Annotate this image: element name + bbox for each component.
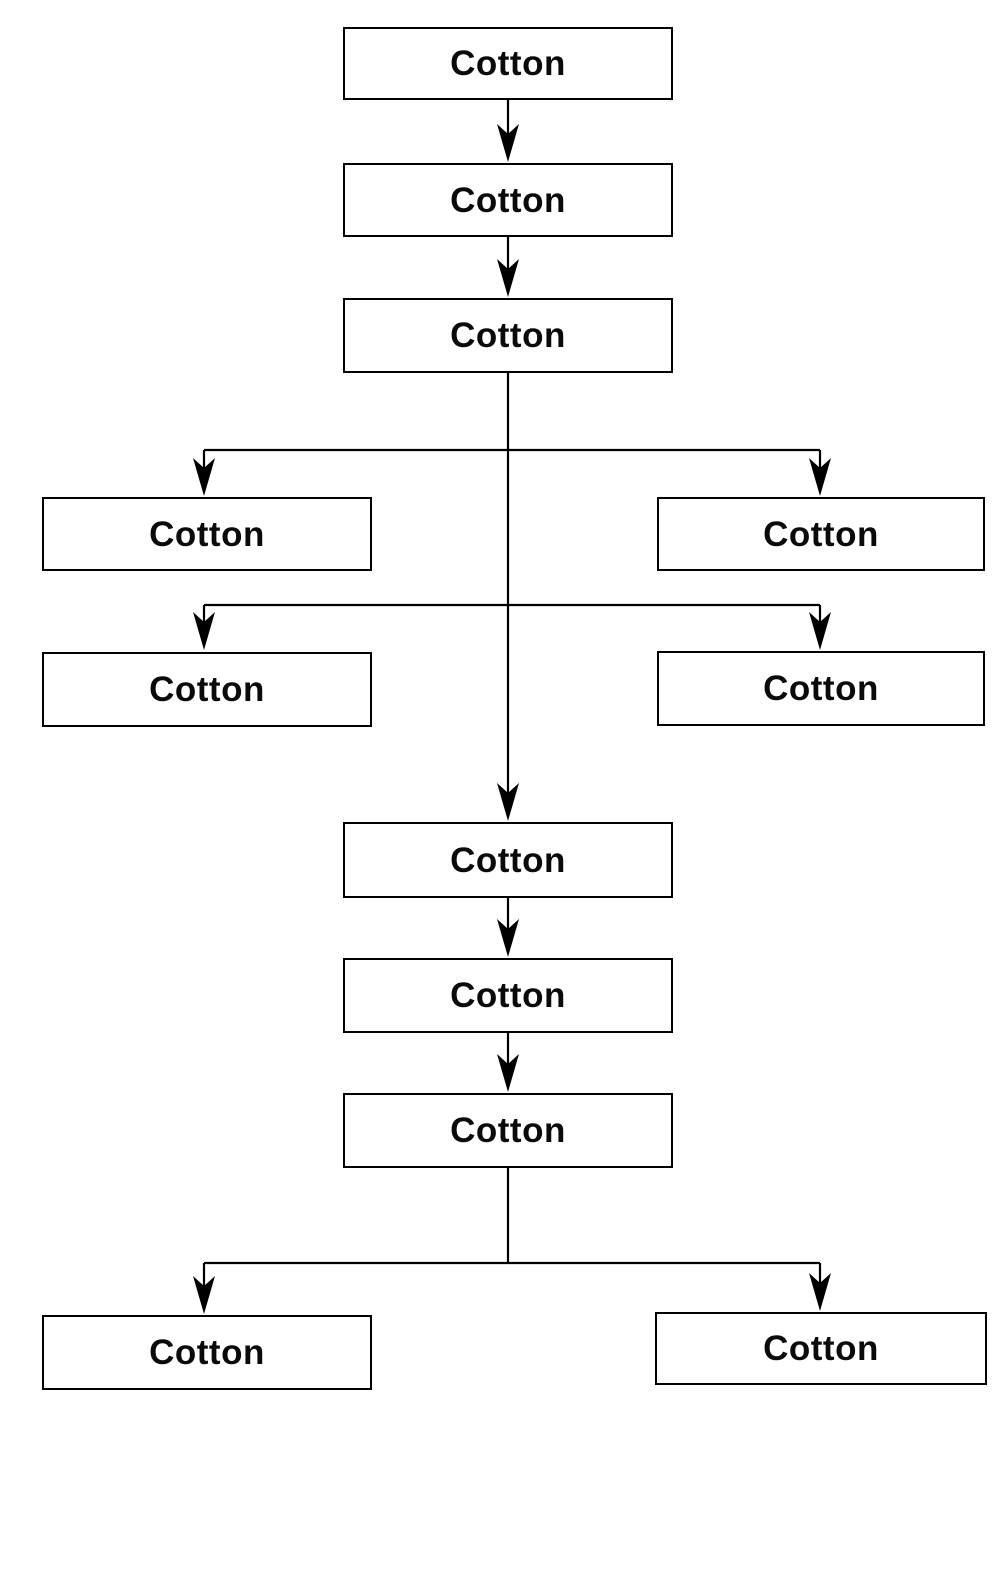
arrowhead-down-icon: [193, 458, 215, 496]
node-label: Cotton: [450, 1111, 566, 1150]
flow-node-top-2: Cotton: [343, 163, 673, 237]
flow-node-mid-1: Cotton: [343, 822, 673, 898]
flow-node-mid-3: Cotton: [343, 1093, 673, 1168]
node-label: Cotton: [450, 840, 566, 880]
arrowhead-down-icon: [809, 1273, 831, 1311]
flow-node-bottom-left: Cotton: [42, 1315, 372, 1390]
edge-line-branch-row-1: [202, 448, 822, 468]
arrowhead-down-icon: [497, 919, 519, 957]
node-label: Cotton: [149, 670, 265, 709]
node-label: Cotton: [149, 514, 265, 554]
arrowhead-down-icon: [497, 259, 519, 297]
node-label: Cotton: [450, 44, 566, 83]
flow-node-top-1: Cotton: [343, 27, 673, 100]
node-label: Cotton: [450, 180, 566, 220]
flow-node-top-3: Cotton: [343, 298, 673, 373]
arrowhead-down-icon: [809, 612, 831, 650]
arrowhead-down-icon: [809, 458, 831, 496]
arrowhead-down-icon: [497, 124, 519, 162]
arrowhead-down-icon: [193, 612, 215, 650]
edge-line-branch-row-2: [202, 603, 822, 622]
node-label: Cotton: [450, 976, 566, 1015]
flow-node-branch1-right: Cotton: [657, 497, 985, 571]
edge-line-branch-row-3: [202, 1261, 822, 1286]
arrowhead-down-icon: [497, 1054, 519, 1092]
node-label: Cotton: [763, 1329, 879, 1368]
arrowhead-down-icon: [497, 783, 519, 821]
node-label: Cotton: [149, 1333, 265, 1372]
flow-node-branch2-right: Cotton: [657, 651, 985, 726]
arrowhead-down-icon: [193, 1276, 215, 1314]
flow-node-bottom-right: Cotton: [655, 1312, 987, 1385]
flow-node-mid-2: Cotton: [343, 958, 673, 1033]
flow-node-branch2-left: Cotton: [42, 652, 372, 727]
node-label: Cotton: [450, 316, 566, 355]
node-label: Cotton: [763, 669, 879, 708]
flow-node-branch1-left: Cotton: [42, 497, 372, 571]
node-label: Cotton: [763, 514, 879, 554]
